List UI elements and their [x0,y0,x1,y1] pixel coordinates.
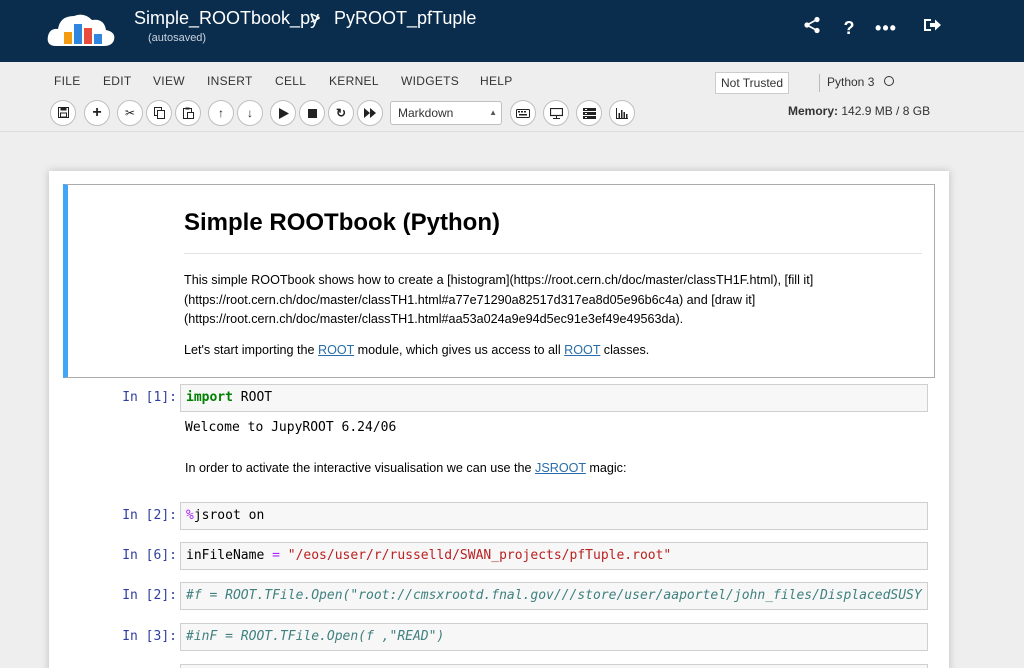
code-operator: = [272,548,280,563]
autosave-status: (autosaved) [148,32,207,44]
logout-icon[interactable] [920,16,944,40]
heading-divider [184,253,922,254]
menu-toolbar-area: FILE EDIT VIEW INSERT CELL KERNEL WIDGET… [0,62,1024,132]
cell-prompt: In [2]: [122,508,177,523]
code-cell-input[interactable]: #f = ROOT.TFile.Open("root://cmsxrootd.f… [180,582,928,610]
intro-line-1: This simple ROOTbook shows how to create… [184,273,814,287]
jsroot-text-pre: In order to activate the interactive vis… [185,461,536,475]
jsroot-paragraph: In order to activate the interactive vis… [185,461,626,475]
restart-icon[interactable]: ↻ [328,100,354,126]
top-header: Simple_ROOTbook_py > PyROOT_pfTuple (aut… [0,0,1024,62]
import-text-pre: Let's start importing the [184,343,318,357]
menu-insert[interactable]: INSERT [207,74,253,88]
swan-logo[interactable] [46,8,118,48]
menu-edit[interactable]: EDIT [103,74,132,88]
chevron-updown-icon: ▲ [489,108,497,117]
menu-kernel[interactable]: KERNEL [329,74,379,88]
cell-output: Welcome to JupyROOT 6.24/06 [185,420,397,435]
jsroot-link[interactable]: JSROOT [535,461,586,475]
root-link-2[interactable]: ROOT [564,343,601,357]
cut-icon[interactable]: ✂ [117,100,143,126]
markdown-cell-selected[interactable]: Simple ROOTbook (Python) This simple ROO… [63,184,935,378]
cell-prompt: In [2]: [122,588,177,603]
jsroot-text-post: magic: [585,461,627,475]
cell-type-value: Markdown [398,106,454,120]
chart-icon[interactable] [609,100,635,126]
notebook-container: Simple ROOTbook (Python) This simple ROO… [49,171,949,668]
code-comment: #f = ROOT.TFile.Open("root://cmsxrootd.f… [186,588,922,603]
code-cell-input[interactable]: import ROOT [180,384,928,412]
paste-icon[interactable] [175,100,201,126]
run-all-icon[interactable] [357,100,383,126]
add-cell-icon[interactable]: + [84,100,110,126]
presentation-icon[interactable] [543,100,569,126]
breadcrumb-separator: > [310,8,321,28]
intro-line-3: (https://root.cern.ch/doc/master/classTH… [184,312,684,326]
more-icon[interactable]: ••• [875,18,897,38]
kernel-name[interactable]: Python 3 [819,74,874,92]
notebook-heading: Simple ROOTbook (Python) [184,209,500,236]
cell-type-select[interactable]: Markdown ▲ [390,101,502,125]
help-icon[interactable]: ? [843,18,855,38]
code-text: ROOT [232,390,273,405]
cell-prompt: In [6]: [122,548,177,563]
notebook-folder-link[interactable]: Simple_ROOTbook_py [134,8,320,28]
code-cell-input[interactable]: #inF = ROOT.TFile.Open(f ,"READ") [180,623,928,651]
move-down-icon[interactable]: ↓ [237,100,263,126]
spark-icon[interactable] [576,100,602,126]
code-variable: inFileName [186,548,273,563]
menu-cell[interactable]: CELL [275,74,307,88]
kernel-idle-indicator [884,76,894,86]
cell-prompt: In [3]: [122,629,177,644]
intro-line-2: (https://root.cern.ch/doc/master/classTH… [184,292,756,307]
root-link-1[interactable]: ROOT [318,343,355,357]
code-cell-input[interactable]: %jsroot on [180,502,928,530]
menu-widgets[interactable]: WIDGETS [401,74,460,88]
cell-prompt: In [1]: [122,390,177,405]
menu-help[interactable]: HELP [480,74,513,88]
memory-usage: Memory: 142.9 MB / 8 GB [788,104,930,118]
code-comment: #inF = ROOT.TFile.Open(f ,"READ") [186,629,445,644]
notebook-name[interactable]: PyROOT_pfTuple [334,8,477,28]
share-icon[interactable] [800,16,824,40]
code-string: "/eos/user/r/russelld/SWAN_projects/pfTu… [279,548,672,563]
code-keyword: import [186,390,233,405]
copy-icon[interactable] [146,100,172,126]
menu-view[interactable]: VIEW [153,74,185,88]
move-up-icon[interactable]: ↑ [208,100,234,126]
code-magic: % [186,508,194,523]
menu-file[interactable]: FILE [54,74,81,88]
import-text-post: classes. [600,343,650,357]
import-text-mid: module, which gives us access to all [354,343,565,357]
stop-icon[interactable] [299,100,325,126]
keyboard-icon[interactable] [510,100,536,126]
save-icon[interactable] [50,100,76,126]
memory-label: Memory: [788,104,839,118]
memory-value: 142.9 MB / 8 GB [841,104,931,118]
code-cell-input[interactable]: inFileName = "/eos/user/r/russelld/SWAN_… [180,542,928,570]
intro-paragraph: This simple ROOTbook shows how to create… [184,271,929,330]
run-icon[interactable] [270,100,296,126]
code-cell-input[interactable] [180,664,928,668]
trust-status-button[interactable]: Not Trusted [715,72,790,94]
import-paragraph: Let's start importing the ROOT module, w… [184,343,649,357]
code-text: jsroot on [193,508,265,523]
